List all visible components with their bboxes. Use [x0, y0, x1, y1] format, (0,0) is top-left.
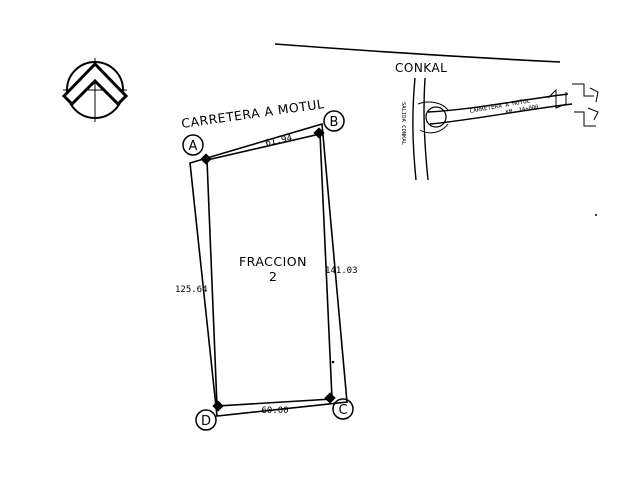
side-da-length: 125.64 — [175, 285, 208, 295]
north-arrow-icon — [61, 58, 129, 122]
corner-d: D — [195, 409, 217, 431]
side-bc-length: 141.03 — [325, 266, 358, 276]
svg-text:A: A — [189, 139, 198, 154]
parcel-number: 2 — [269, 269, 277, 284]
side-road-label: SALIDA CONKAL — [400, 102, 406, 146]
corner-c: C — [332, 398, 354, 420]
svg-text:B: B — [330, 115, 339, 130]
corner-b: B — [323, 110, 345, 132]
corner-a: A — [182, 134, 204, 156]
parcel-name: FRACCION — [239, 254, 307, 269]
side-cd-length: 60.00 — [261, 406, 288, 416]
km-label: KM. 14+000 — [505, 104, 539, 116]
road-label: CARRETERA A MOTUL — [180, 96, 325, 131]
side-ab-length: 61.94 — [265, 134, 294, 149]
town-label: CONKAL — [395, 61, 447, 75]
svg-text:C: C — [338, 403, 347, 418]
location-map: CONKAL SALIDA CONKAL CARRETERA A MOTUL K… — [274, 43, 599, 216]
svg-text:D: D — [201, 414, 211, 429]
corner-monuments — [200, 127, 336, 412]
